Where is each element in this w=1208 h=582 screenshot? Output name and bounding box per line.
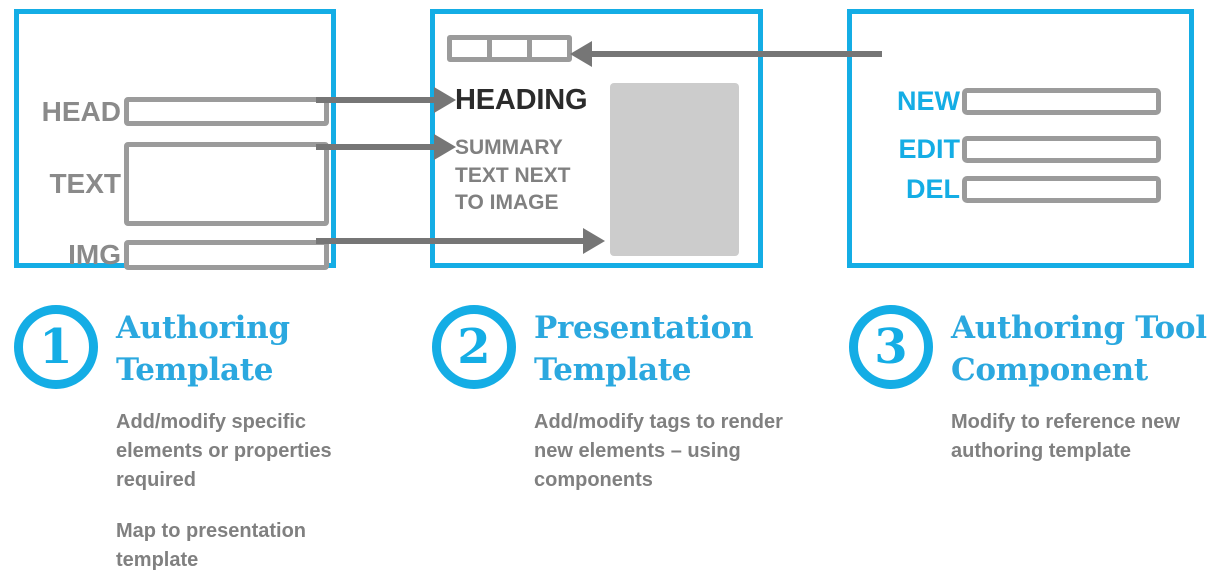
arrow-head-to-heading-line (316, 97, 436, 103)
step-1-body-para-2: Map to presentation template (116, 520, 307, 571)
field-row-text: TEXT (29, 142, 329, 226)
field-row-head: HEAD (29, 97, 329, 126)
rendered-summary-text: SUMMARY TEXT NEXT TO IMAGE (455, 136, 571, 215)
tab-cell-2[interactable] (492, 40, 532, 57)
action-field-del[interactable] (962, 176, 1161, 203)
action-field-edit[interactable] (962, 136, 1161, 163)
image-placeholder (610, 83, 739, 256)
field-label-head: HEAD (41, 95, 121, 127)
rendered-heading: HEADING (455, 84, 588, 116)
arrow-tool-to-tabs-line (592, 51, 882, 57)
tab-strip[interactable] (447, 35, 572, 62)
tab-cell-3[interactable] (532, 40, 567, 57)
action-row-del: DEL (878, 176, 1161, 203)
action-field-new[interactable] (962, 88, 1161, 115)
step-3-body: Modify to reference new authoring templa… (951, 408, 1208, 466)
panel-authoring-template: HEAD TEXT IMG (14, 9, 336, 270)
field-input-img[interactable] (124, 240, 329, 270)
action-label-edit: EDIT (898, 134, 960, 164)
action-label-new: NEW (897, 86, 960, 116)
field-label-text: TEXT (49, 168, 121, 199)
arrow-head-to-heading-icon (434, 87, 456, 113)
step-3-number-badge: 3 (849, 305, 933, 389)
action-row-new: NEW (878, 88, 1161, 115)
arrow-img-to-image-line (316, 238, 585, 244)
step-2-title: Presentation Template (534, 310, 754, 388)
arrow-text-to-summary-icon (434, 134, 456, 160)
arrow-img-to-image-icon (583, 228, 605, 254)
step-1-body: Add/modify specific elements or properti… (116, 408, 378, 575)
tab-cell-1[interactable] (452, 40, 492, 57)
field-row-img: IMG (29, 240, 329, 270)
field-label-img: IMG (68, 239, 121, 270)
field-input-text[interactable] (124, 142, 329, 226)
step-1-title: Authoring Template (116, 310, 290, 388)
field-input-head[interactable] (124, 97, 329, 126)
arrow-text-to-summary-line (316, 144, 436, 150)
step-1-body-para-1: Add/modify specific elements or properti… (116, 411, 332, 491)
step-2-number-badge: 2 (432, 305, 516, 389)
step-2-body-para-1: Add/modify tags to render new elements –… (534, 411, 783, 491)
step-1-number-badge: 1 (14, 305, 98, 389)
arrow-tool-to-tabs-icon (570, 41, 592, 67)
step-3-body-para-1: Modify to reference new authoring templa… (951, 411, 1180, 462)
action-label-del: DEL (906, 174, 960, 204)
action-row-edit: EDIT (878, 136, 1161, 163)
step-3-title: Authoring Tool Component (951, 310, 1207, 388)
step-2-body: Add/modify tags to render new elements –… (534, 408, 796, 495)
